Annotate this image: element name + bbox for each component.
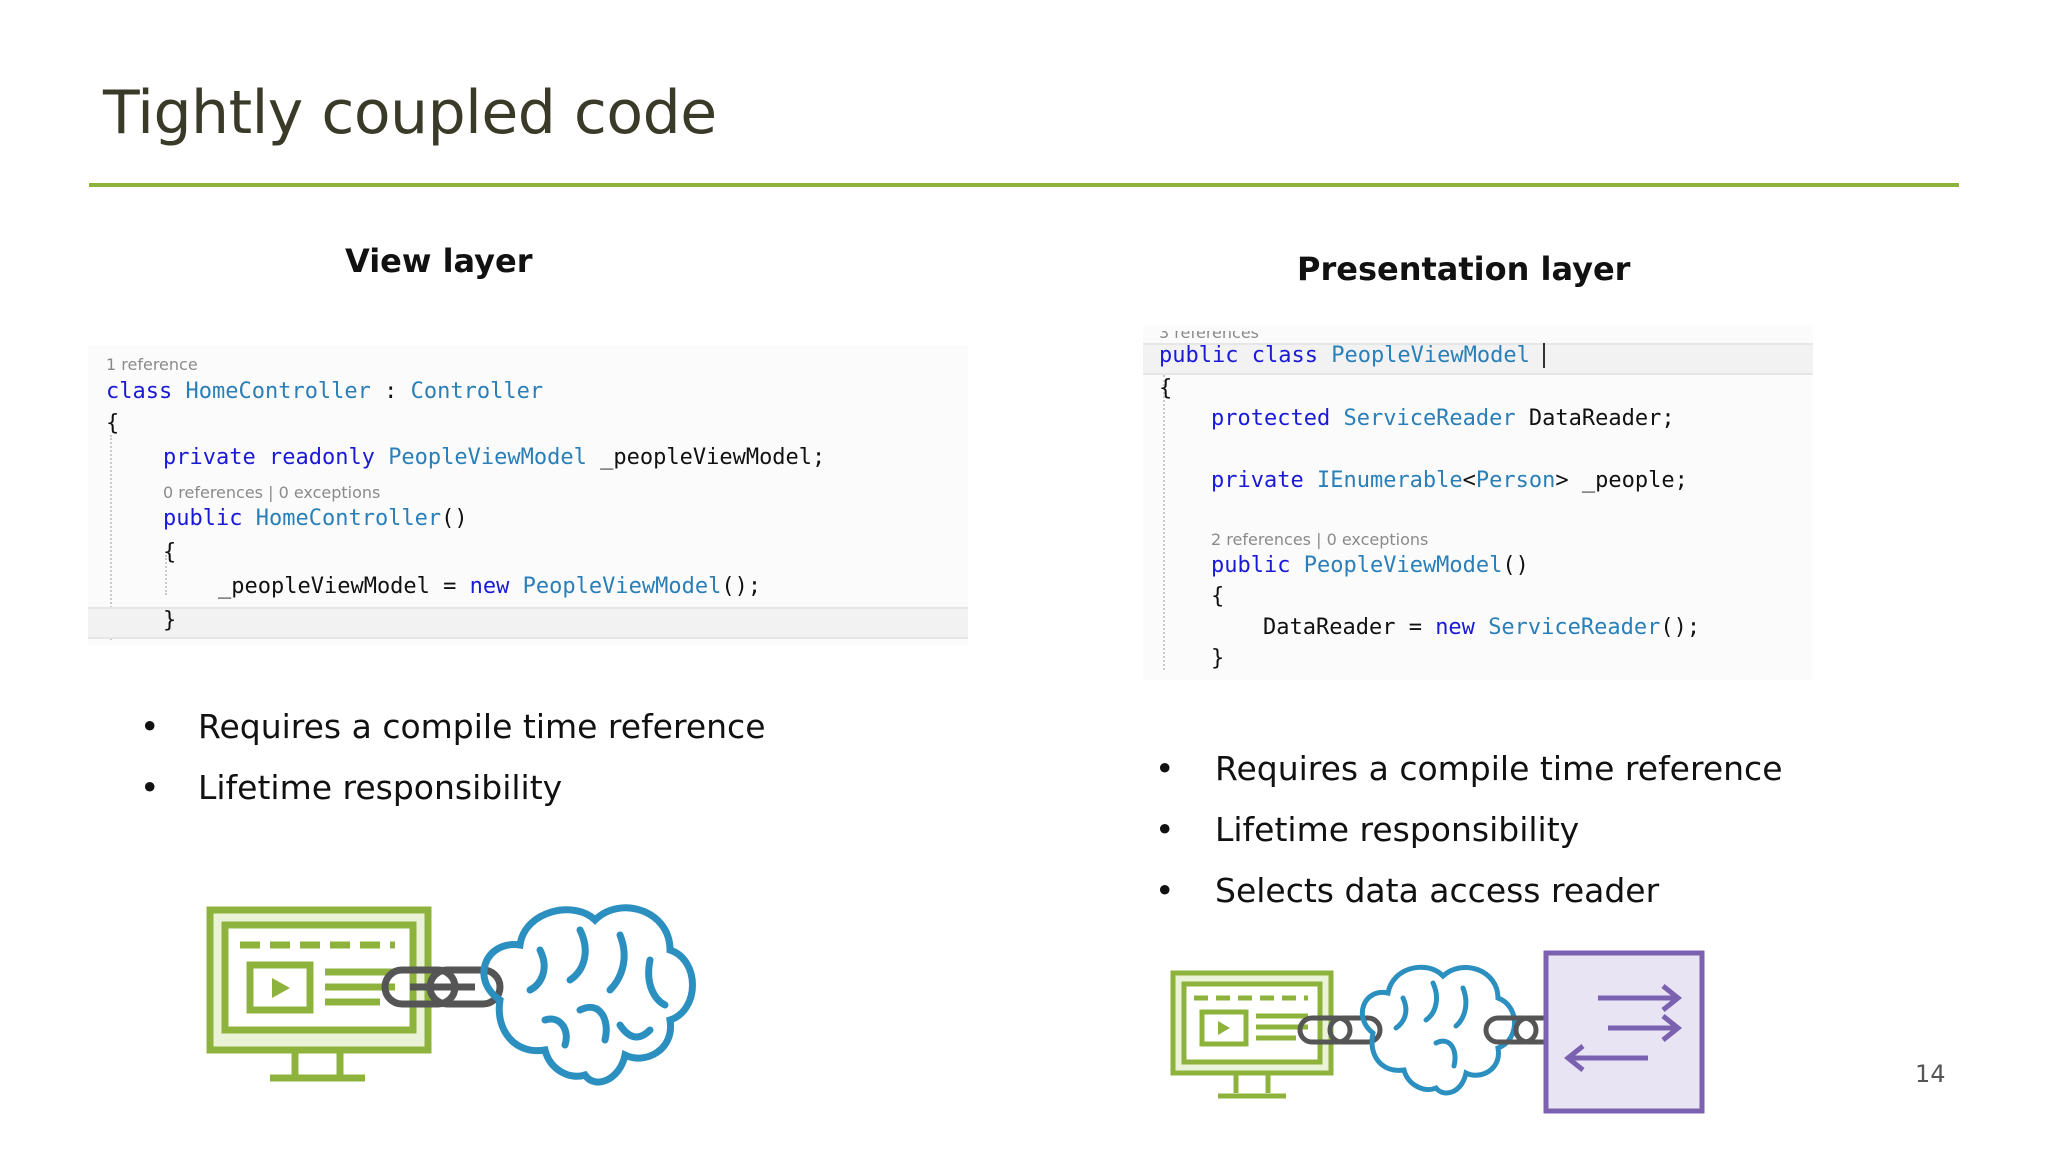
code-lens-references: 2 references | 0 exceptions: [1211, 530, 1429, 549]
indent-guide: [1163, 375, 1165, 670]
code-lens-references: 3 references: [1159, 323, 1259, 342]
code-line-assignment: DataReader = new ServiceReader();: [1263, 615, 1701, 640]
view-layer-heading: View layer: [345, 242, 533, 280]
slide-title: Tightly coupled code: [103, 78, 717, 148]
monitor-icon: [206, 906, 432, 1082]
presentation-layer-code-block: 3 references public class PeopleViewMode…: [1143, 325, 1813, 680]
presentation-layer-illustration: [1170, 950, 1705, 1114]
code-line-field: protected ServiceReader DataReader;: [1211, 406, 1675, 431]
view-layer-code-block: 1 reference class HomeController : Contr…: [88, 345, 968, 645]
view-layer-illustration: [206, 904, 696, 1086]
current-line-highlight: [1143, 343, 1813, 375]
page-number: 14: [1915, 1060, 1946, 1088]
current-line-highlight: [88, 607, 968, 639]
code-line-class: class HomeController : Controller: [106, 379, 544, 404]
brain-icon: [480, 904, 696, 1086]
code-line-open-brace: {: [1159, 376, 1173, 401]
view-layer-bullets: •Requires a compile time reference •Life…: [140, 707, 766, 807]
data-reader-icon: [1543, 950, 1705, 1114]
presentation-layer-bullets: •Requires a compile time reference •Life…: [1155, 749, 1783, 910]
indent-guide: [165, 555, 167, 595]
chain-icon: [1297, 1015, 1383, 1045]
indent-guide: [110, 435, 112, 640]
code-lens-references: 1 reference: [106, 355, 198, 374]
title-divider: [89, 183, 1959, 187]
code-line-class: public class PeopleViewModel: [1159, 343, 1559, 368]
chain-icon: [381, 966, 504, 1008]
code-line-assignment: _peopleViewModel = new PeopleViewModel()…: [218, 574, 762, 599]
code-line-field: private IEnumerable<Person> _people;: [1211, 468, 1688, 493]
code-line-constructor: public PeopleViewModel(): [1211, 553, 1529, 578]
code-line-close-brace: }: [163, 608, 177, 633]
code-lens-references: 0 references | 0 exceptions: [163, 483, 381, 502]
presentation-layer-heading: Presentation layer: [1297, 250, 1631, 288]
code-line-constructor: public HomeController(): [163, 506, 468, 531]
code-line-open-brace: {: [106, 411, 120, 436]
brain-icon: [1359, 964, 1517, 1096]
code-line-close-brace: }: [1211, 646, 1225, 671]
code-line-field: private readonly PeopleViewModel _people…: [163, 445, 826, 470]
code-line-open-brace: {: [1211, 584, 1225, 609]
code-line-open-brace: {: [163, 540, 177, 565]
monitor-icon: [1170, 970, 1334, 1099]
